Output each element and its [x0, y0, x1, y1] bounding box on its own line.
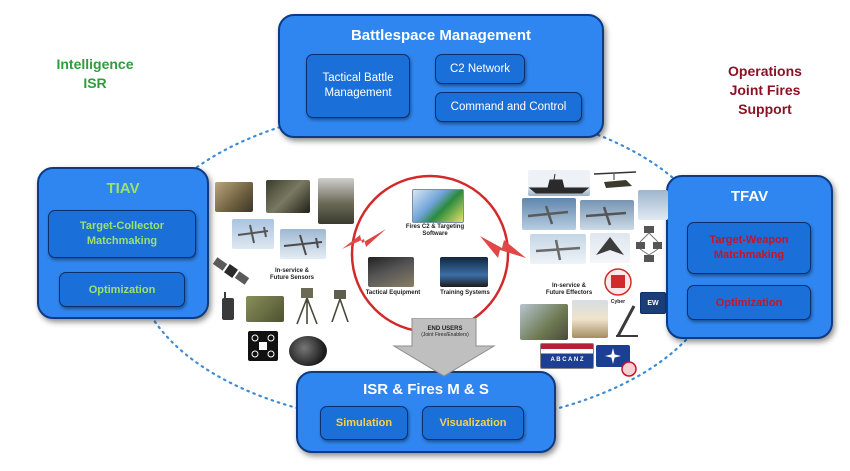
software-line-2: Software — [422, 230, 448, 237]
tiav-matchmaking-line-2: Matchmaking — [86, 235, 158, 247]
surveillance-aircraft-photo — [280, 229, 326, 259]
effectors-line-1: In-service & — [551, 283, 587, 289]
ew-label: EW — [647, 299, 659, 307]
uav-icon — [237, 224, 269, 244]
software-screens-image — [412, 189, 464, 223]
target-collector-matchmaking-box: Target-Collector Matchmaking — [48, 210, 196, 258]
transport-jet-photo — [530, 234, 586, 264]
operations-joint-fires-label: Operations Joint Fires Support — [700, 62, 830, 119]
armored-vehicle-photo — [318, 178, 354, 224]
sensor-ball-photo — [289, 336, 327, 366]
operations-text: Operations — [728, 63, 802, 79]
radio-icon — [222, 292, 234, 320]
end-users-line-1: END USERS — [427, 326, 463, 332]
tiav-matchmaking-line-1: Target-Collector — [79, 220, 165, 232]
target-weapon-matchmaking-box: Target-Weapon Matchmaking — [687, 222, 811, 274]
battlespace-management-panel: Battlespace Management Tactical Battle M… — [278, 14, 604, 138]
ew-tile: EW — [640, 292, 666, 314]
fires-c2-software-label: Fires C2 & Targeting Software — [400, 224, 470, 238]
intelligence-isr-label: Intelligence ISR — [40, 55, 150, 93]
camera-mast-icon — [331, 290, 349, 323]
tfav-matchmaking-line-1: Target-Weapon — [709, 234, 789, 246]
tfav-title: TFAV — [730, 188, 769, 205]
isr-fires-ms-panel: ISR & Fires M & S Simulation Visualizati… — [296, 371, 556, 453]
missile-launch-photo — [572, 300, 608, 338]
cyber-label: Cyber — [610, 299, 626, 305]
end-users-label: END USERS (Joint Fires/Enablers) — [414, 326, 476, 339]
tactical-line-1: Tactical Battle — [322, 72, 394, 84]
end-users-arrow — [392, 318, 496, 377]
artillery-photo — [520, 304, 568, 340]
abcanz-label: A B C A N Z — [550, 357, 584, 363]
aircraft-icon — [283, 234, 323, 256]
nato-emblem-tile — [596, 345, 630, 367]
battlespace-title: Battlespace Management — [350, 27, 532, 44]
sensors-label: In-service & Future Sensors — [260, 268, 324, 282]
warship-icon — [528, 173, 590, 194]
soldiers-photo-2 — [266, 180, 310, 213]
drone-icon-tile — [248, 331, 278, 361]
c2-network-box: C2 Network — [435, 54, 525, 84]
tiav-optimization-box: Optimization — [59, 272, 185, 307]
network-diagram-icon — [636, 226, 662, 262]
transport-jet-icon — [535, 239, 581, 261]
tactical-equipment-label: Tactical Equipment — [365, 290, 421, 296]
sensors-line-2: Future Sensors — [269, 274, 314, 281]
isr-text: ISR — [83, 75, 107, 91]
tfav-matchmaking-line-2: Matchmaking — [713, 249, 785, 261]
support-text: Support — [738, 101, 792, 117]
jet-icon-2 — [585, 206, 627, 226]
effectors-label: In-service & Future Effectors — [534, 283, 604, 297]
tactical-equipment-image — [368, 257, 414, 287]
tfav-optimization-box: Optimization — [687, 285, 811, 320]
simulation-box: Simulation — [320, 406, 408, 440]
training-systems-image — [440, 257, 488, 287]
quadcopter-icon — [251, 334, 275, 358]
command-and-control-box: Command and Control — [435, 92, 582, 122]
warship-photo — [528, 170, 590, 196]
tiav-title: TIAV — [106, 180, 140, 197]
stealth-jet-icon — [596, 237, 624, 255]
training-systems-label: Training Systems — [440, 290, 490, 296]
intelligence-text: Intelligence — [56, 56, 134, 72]
tfav-panel: TFAV Target-Weapon Matchmaking Optimizat… — [666, 175, 833, 339]
software-line-1: Fires C2 & Targeting — [405, 224, 465, 230]
sensors-line-1: In-service & — [274, 268, 310, 274]
right-signal-bolt-icon — [480, 236, 526, 258]
fighter-jet-photo-2 — [580, 200, 634, 230]
visualization-box: Visualization — [422, 406, 524, 440]
joint-fires-text: Joint Fires — [729, 82, 801, 98]
tiav-panel: TIAV Target-Collector Matchmaking Optimi… — [37, 167, 209, 319]
tripod-sensor-icon — [296, 288, 318, 325]
tactical-line-2: Management — [324, 87, 392, 99]
cyber-icon — [604, 268, 632, 296]
end-users-line-2: (Joint Fires/Enablers) — [421, 331, 469, 338]
satellite-icon — [212, 257, 250, 285]
stealth-jet-photo — [590, 233, 630, 263]
attack-helicopter-icon — [593, 171, 637, 188]
ms-title: ISR & Fires M & S — [363, 381, 489, 398]
mortar-icon — [616, 305, 638, 337]
nato-star-icon — [605, 348, 621, 364]
effectors-line-2: Future Effectors — [545, 289, 593, 296]
aircraft-photo-right — [638, 190, 668, 220]
emblem-badge-icon — [621, 361, 637, 377]
left-signal-bolt-icon — [342, 229, 386, 249]
jet-icon — [527, 205, 569, 225]
ground-sensor-photo — [246, 296, 284, 322]
abcanz-flag-tile: A B C A N Z — [540, 343, 594, 369]
soldiers-photo-1 — [215, 182, 253, 212]
uav-photo — [232, 219, 274, 249]
fighter-jet-photo-1 — [522, 198, 576, 230]
tactical-battle-management-box: Tactical Battle Management — [306, 54, 410, 118]
